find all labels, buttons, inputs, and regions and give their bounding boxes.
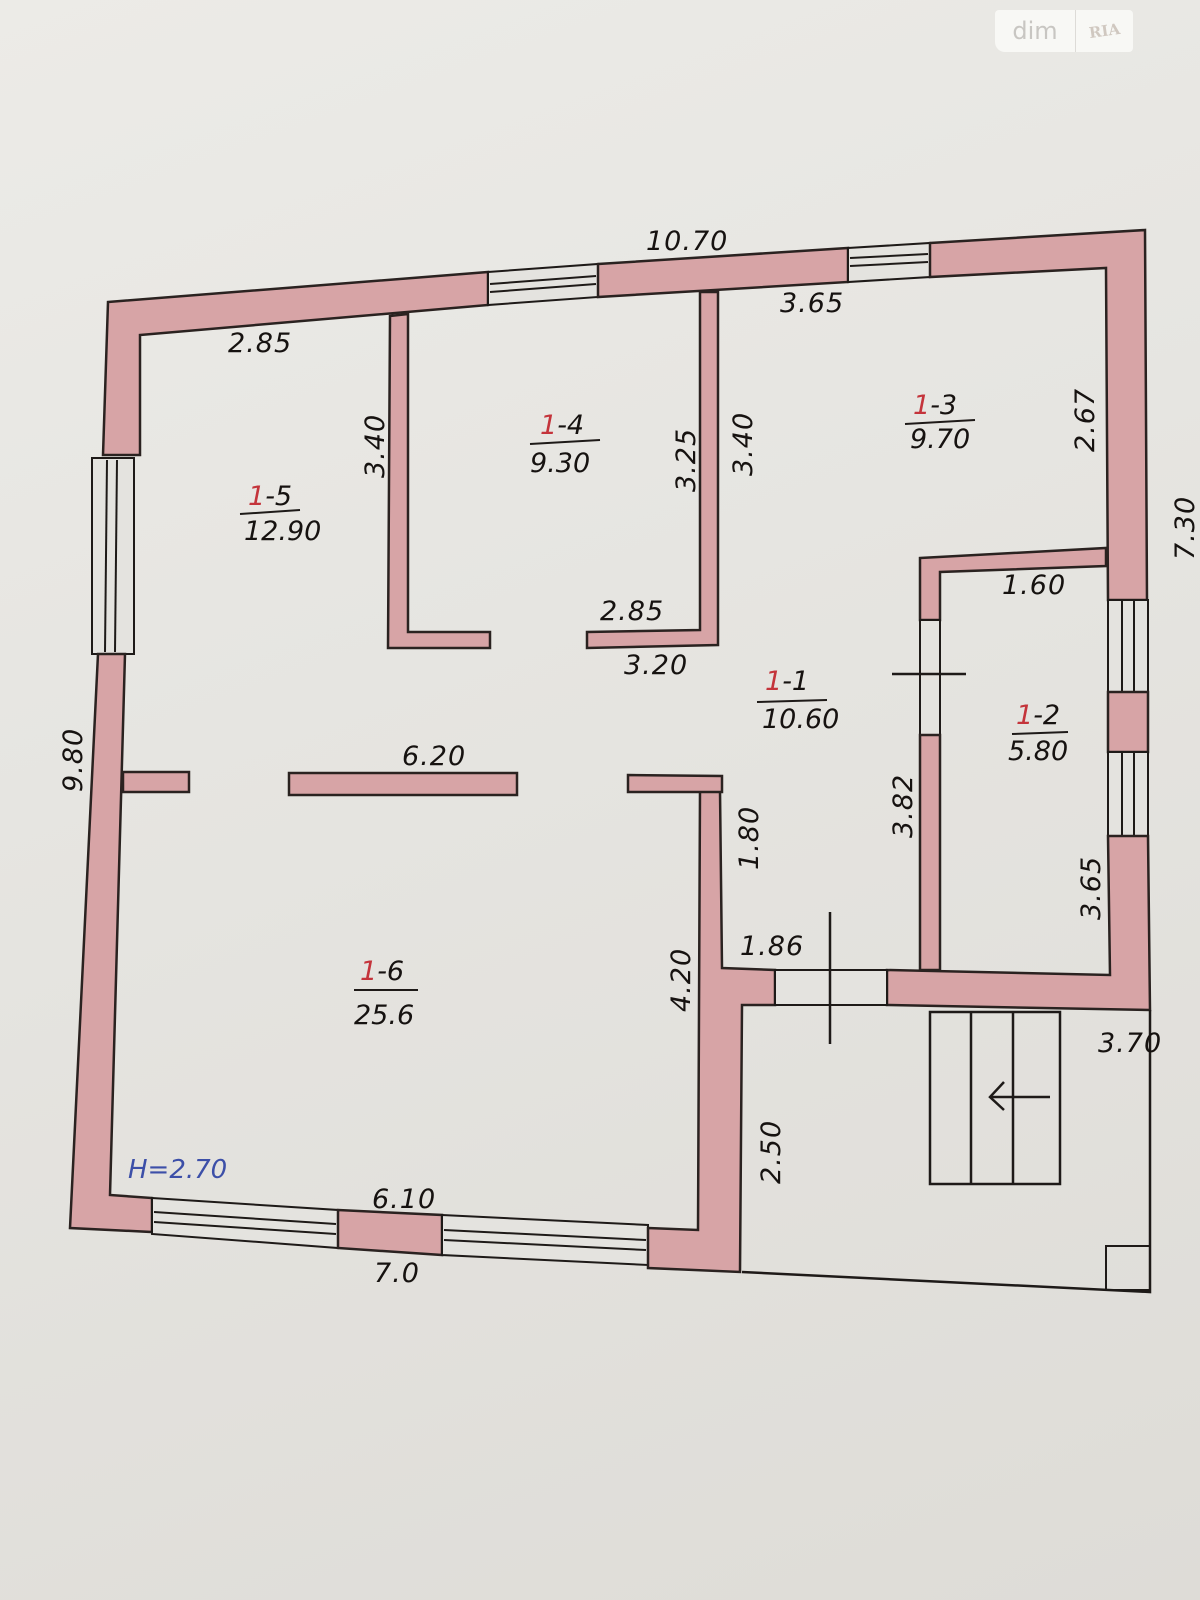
room-1-5-label: 1-5 12.90 bbox=[239, 481, 321, 547]
window-left bbox=[91, 457, 135, 655]
dimension-labels: 10.70 2.85 3.65 2.85 3.20 1.60 6.20 1.86… bbox=[58, 226, 1200, 1289]
dim-door-width: 1.86 bbox=[740, 931, 804, 962]
ceiling-height-note: H=2.70 bbox=[128, 1155, 227, 1185]
window-bottom-2 bbox=[441, 1213, 649, 1267]
svg-text:25.6: 25.6 bbox=[354, 1000, 414, 1031]
dim-room4-partition: 3.20 bbox=[624, 650, 688, 681]
dim-room2-right: 3.65 bbox=[1076, 856, 1107, 920]
svg-text:10.60: 10.60 bbox=[762, 704, 839, 735]
dim-room4-bottom: 2.85 bbox=[600, 596, 664, 627]
room-1-4-label: 1-4 9.30 bbox=[529, 410, 601, 479]
dim-room3-width: 3.65 bbox=[780, 288, 844, 319]
room-1-1-label: 1-1 10.60 bbox=[756, 666, 839, 735]
dim-room6-right: 4.20 bbox=[666, 948, 697, 1012]
dim-overall-top: 10.70 bbox=[646, 226, 728, 257]
dim-porch-left: 2.50 bbox=[756, 1120, 787, 1184]
dim-room3-right: 2.67 bbox=[1070, 388, 1101, 452]
watermark-brand: dim bbox=[995, 10, 1076, 52]
svg-text:1-6: 1-6 bbox=[360, 956, 404, 987]
svg-text:12.90: 12.90 bbox=[244, 516, 321, 547]
dim-room5-height: 3.40 bbox=[360, 414, 391, 478]
room-1-2-label: 1-2 5.80 bbox=[1008, 700, 1068, 767]
interior-walls bbox=[121, 290, 1108, 1006]
dim-hall-partition: 6.20 bbox=[402, 741, 466, 772]
watermark-logo: RIA bbox=[1087, 19, 1122, 43]
dim-overall-bottom: 7.0 bbox=[374, 1258, 420, 1289]
dim-room4-height: 3.25 bbox=[671, 428, 702, 492]
room-1-6-label: 1-6 25.6 bbox=[354, 956, 418, 1031]
watermark-badge: dim RIA bbox=[995, 10, 1133, 52]
dim-hall-right: 1.80 bbox=[734, 806, 765, 870]
dim-room2-left: 3.82 bbox=[888, 774, 919, 838]
svg-text:1-5: 1-5 bbox=[248, 481, 292, 512]
dim-room2-width: 1.60 bbox=[1002, 570, 1066, 601]
svg-text:1-3: 1-3 bbox=[913, 390, 957, 421]
dim-room6-bottom: 6.10 bbox=[372, 1184, 436, 1215]
svg-text:1-1: 1-1 bbox=[765, 666, 809, 697]
window-right-1 bbox=[1107, 599, 1149, 693]
window-right-2 bbox=[1107, 751, 1149, 837]
door-room-1-2 bbox=[919, 619, 941, 736]
svg-text:9.70: 9.70 bbox=[910, 424, 970, 455]
dim-overall-left: 9.80 bbox=[58, 728, 89, 792]
svg-text:1-4: 1-4 bbox=[540, 410, 584, 441]
dim-room5-width: 2.85 bbox=[228, 328, 292, 359]
svg-text:1-2: 1-2 bbox=[1016, 700, 1060, 731]
svg-text:9.30: 9.30 bbox=[530, 448, 590, 479]
dim-room3-left: 3.40 bbox=[728, 412, 759, 476]
room-1-3-label: 1-3 9.70 bbox=[904, 390, 976, 455]
porch bbox=[741, 1010, 1152, 1294]
dim-porch-right: 3.70 bbox=[1098, 1028, 1162, 1059]
exterior-walls bbox=[68, 228, 1152, 1274]
stairs bbox=[928, 1010, 1062, 1186]
porch-post bbox=[1105, 1245, 1151, 1291]
dim-overall-right: 7.30 bbox=[1170, 496, 1200, 560]
svg-text:5.80: 5.80 bbox=[1008, 736, 1068, 767]
